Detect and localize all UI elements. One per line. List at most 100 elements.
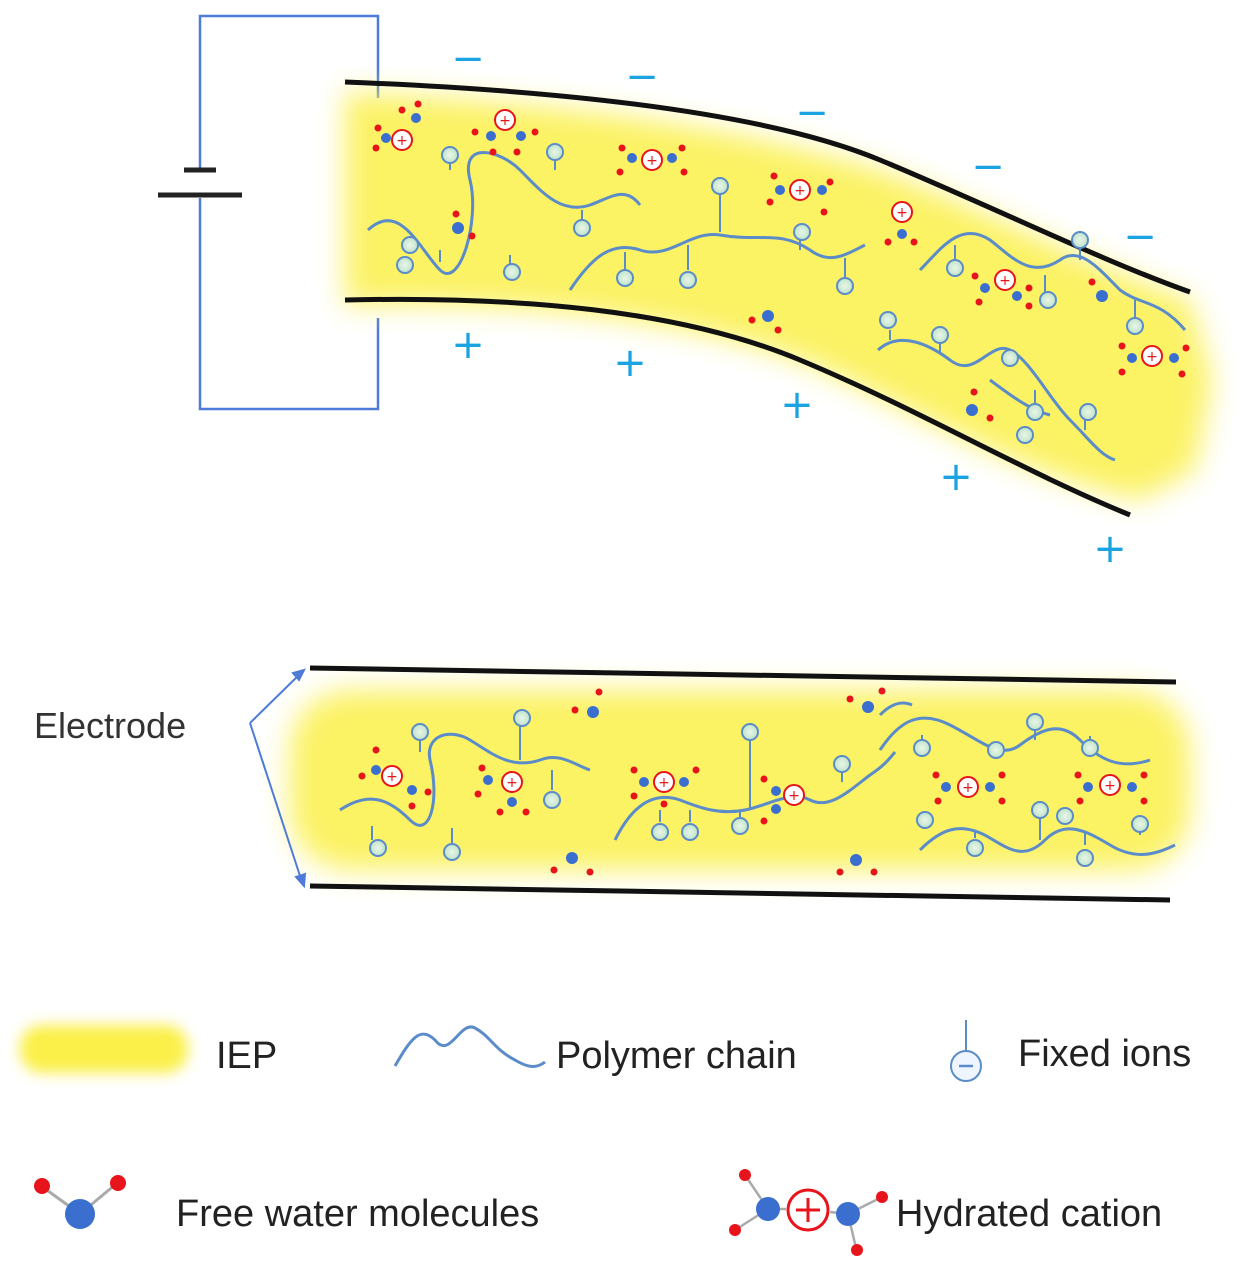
fixed-ion-icon	[833, 755, 851, 782]
legend-label: Polymer chain	[556, 1035, 797, 1077]
fixed-ion-icon	[913, 735, 931, 757]
unbent-fixed-ions	[369, 709, 1149, 867]
fixed-ion-icon	[396, 256, 414, 274]
fixed-ion-icon	[946, 245, 964, 277]
battery-icon	[158, 167, 242, 198]
negative-charge: −	[1123, 214, 1157, 260]
hydrated-cation-icon: +	[358, 746, 432, 810]
positive-charges: + + + + +	[451, 322, 1127, 572]
iep-swatch-icon	[20, 1025, 188, 1073]
bent-free-water	[452, 210, 1108, 422]
legend-item-free-water: Free water molecules	[34, 1175, 539, 1235]
svg-text:+: +	[646, 153, 658, 169]
positive-charge: +	[613, 340, 647, 386]
free-water-icon	[846, 687, 886, 713]
fixed-ion-icon	[681, 810, 699, 841]
hydrated-cation-icon: +	[1074, 771, 1148, 805]
hydrated-cation-icon: +	[1118, 342, 1190, 378]
negative-charge: −	[795, 90, 829, 136]
svg-text:+: +	[788, 788, 800, 804]
fixed-ion-icon	[966, 830, 984, 857]
free-water-icon	[1088, 278, 1108, 302]
free-water-icon	[452, 210, 476, 240]
positive-charge: +	[1093, 526, 1127, 572]
fixed-ion-icon	[1079, 403, 1097, 430]
fixed-ion-icon	[1071, 231, 1089, 260]
unbent-hydrated-cations: + + + + +	[358, 746, 1148, 825]
fixed-ion-icon	[836, 258, 854, 295]
negative-charges: − − − − −	[451, 36, 1157, 260]
unbent-iep-region	[290, 690, 1190, 870]
svg-text:+: +	[999, 273, 1011, 289]
fixed-ion-icon	[711, 177, 729, 232]
fixed-ion-icon	[879, 311, 897, 340]
positive-charge: +	[451, 322, 485, 368]
legend-item-polymer-chain: Polymer chain	[393, 1025, 797, 1077]
hydrated-cation-icon: +	[884, 201, 918, 246]
free-water-icon	[966, 388, 994, 422]
fixed-ion-icon	[513, 709, 531, 760]
fixed-ion-icon	[1126, 300, 1144, 335]
hydrated-cation-icon: +	[616, 144, 688, 176]
fixed-ion-icon	[546, 143, 564, 170]
svg-text:+: +	[962, 780, 974, 796]
bent-iep-region	[345, 92, 1212, 500]
hydrated-cation-icon: +	[372, 100, 422, 152]
circuit-wire	[198, 14, 380, 411]
legend-label: Hydrated cation	[896, 1193, 1162, 1235]
free-water-icon	[836, 854, 878, 876]
bent-hydrated-cations: + + + +	[372, 100, 1190, 378]
free-water-icon	[748, 310, 782, 334]
fixed-ion-icon	[741, 723, 759, 810]
unbent-polymer-chains	[339, 701, 1176, 856]
hydrated-cation-icon	[729, 1169, 888, 1256]
hydrated-cation-icon: +	[932, 771, 1006, 805]
bent-top-electrode	[344, 79, 1191, 295]
hydrated-cation-icon: +	[971, 269, 1033, 310]
fixed-ion-icon	[916, 811, 934, 829]
bent-actuator: + + + +	[344, 36, 1212, 572]
hydrated-cation-icon: +	[630, 766, 700, 808]
fixed-ion-icon	[679, 245, 697, 289]
svg-text:+: +	[1104, 778, 1116, 794]
fixed-ion-icon	[1131, 815, 1149, 835]
fixed-ion-icon	[573, 210, 591, 237]
svg-text:+: +	[396, 133, 408, 149]
fixed-ion-icon	[503, 255, 521, 281]
fixed-ion-icon	[651, 810, 669, 841]
bent-bottom-electrode	[344, 296, 1131, 518]
fixed-ion-icon	[1056, 807, 1074, 825]
fixed-ion-icon	[1076, 832, 1094, 867]
negative-charge: −	[451, 36, 485, 82]
electrode-pointer-arrows	[249, 668, 307, 889]
fixed-ion-icon	[543, 770, 561, 809]
bent-fixed-ions	[396, 143, 1144, 444]
fixed-ion-icon	[411, 723, 429, 752]
fixed-ion-icon	[987, 741, 1005, 759]
fixed-ion-icon	[731, 810, 749, 835]
polymer-chain-icon	[393, 1025, 546, 1068]
hydrated-cation-icon: +	[766, 172, 834, 216]
legend-item-fixed-ions: Fixed ions	[950, 1020, 1191, 1082]
unbent-free-water	[550, 687, 886, 876]
svg-text:+: +	[386, 769, 398, 785]
svg-text:+: +	[658, 775, 670, 791]
fixed-ion-icon	[1016, 426, 1034, 444]
fixed-ion-icon	[1026, 390, 1044, 421]
svg-text:+: +	[1146, 349, 1158, 365]
free-water-icon	[34, 1175, 126, 1229]
free-water-icon	[550, 852, 594, 876]
legend-label: IEP	[216, 1035, 277, 1077]
negative-charge: −	[625, 54, 659, 100]
positive-charge: +	[939, 454, 973, 500]
fixed-ion-icon	[401, 236, 441, 262]
circuit	[158, 14, 380, 411]
fixed-ion-icon	[616, 252, 634, 287]
negative-charge: −	[971, 144, 1005, 190]
legend-label: Free water molecules	[176, 1193, 539, 1235]
hydrated-cation-icon: +	[471, 109, 539, 156]
unbent-top-electrode	[309, 665, 1177, 685]
legend-item-hydrated-cation: Hydrated cation	[729, 1169, 1162, 1256]
legend: IEP Polymer chain Fixed ions Free water …	[20, 1020, 1191, 1256]
electrode-label: Electrode	[34, 705, 186, 746]
